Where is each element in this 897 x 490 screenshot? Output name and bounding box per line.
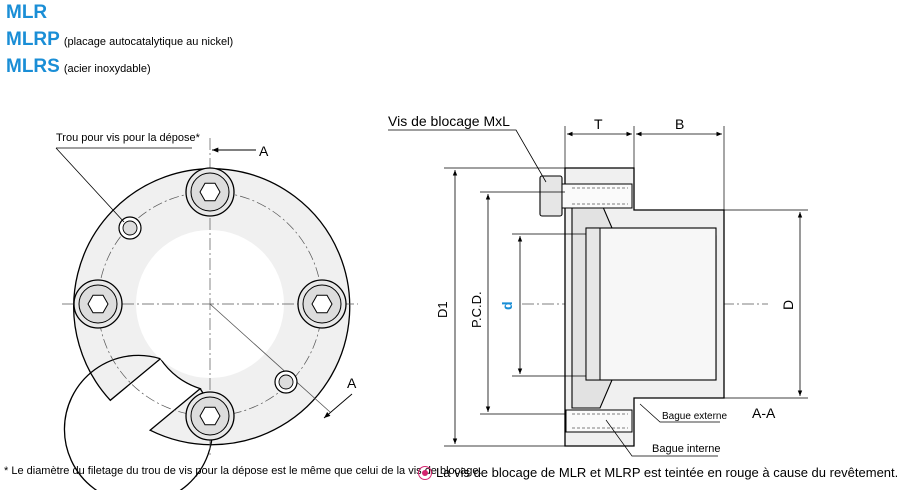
- section-label: A-A: [752, 405, 776, 421]
- removal-footnote: * Le diamètre du filetage du trou de vis…: [4, 465, 482, 477]
- coating-mark-icon: [418, 465, 432, 480]
- screw-bottom: [185, 391, 235, 441]
- inner-bore: [585, 227, 717, 381]
- section-mark-bottom: A: [347, 375, 357, 391]
- title-mlr: MLR: [6, 2, 233, 29]
- dim-D-label: D: [780, 300, 796, 310]
- locking-screw-leader: [388, 129, 547, 183]
- locking-screw-bottom: [565, 409, 633, 433]
- outer-ring-label: Bague externe: [662, 411, 727, 422]
- removal-hole-label: Trou pour vis pour la dépose*: [56, 132, 201, 144]
- inner-ring-leader: [605, 419, 718, 457]
- model-code: MLRS: [6, 56, 60, 77]
- locking-screw-label: Vis de blocage MxL: [388, 113, 510, 129]
- title-mlrp: MLRP (placage autocatalytique au nickel): [6, 29, 233, 56]
- model-note: (placage autocatalytique au nickel): [63, 36, 234, 48]
- coating-footnote-wrap: La vis de blocage de MLR et MLRP est tei…: [418, 465, 897, 480]
- model-note: (acier inoxydable): [63, 63, 151, 75]
- removal-hole-leader-tail: [55, 147, 125, 223]
- section-arrow-bottom: [323, 393, 353, 419]
- screw-top: [185, 167, 235, 217]
- model-code: MLRP: [6, 29, 60, 50]
- inner-bore-step: [585, 227, 601, 381]
- screw-right: [297, 279, 347, 329]
- inner-ring-label: Bague interne: [652, 443, 721, 455]
- section-mark-top: A: [259, 143, 269, 159]
- section-line: [209, 303, 331, 413]
- section-view: Vis de blocage MxL T B D1 P.C.D. d D Bag…: [388, 113, 808, 457]
- locking-screw-top: [539, 175, 633, 217]
- dim-PCD-label: P.C.D.: [469, 291, 484, 328]
- model-titles: MLR MLRP (placage autocatalytique au nic…: [6, 2, 233, 83]
- removal-hole-lower: [274, 370, 298, 394]
- title-mlrs: MLRS (acier inoxydable): [6, 56, 233, 83]
- dim-B-label: B: [675, 116, 684, 132]
- bore-edge: [63, 354, 214, 490]
- outer-ring-leader: [639, 403, 720, 423]
- dim-D1-label: D1: [435, 301, 450, 318]
- dim-d-label: d: [499, 301, 515, 310]
- dim-T-label: T: [594, 116, 603, 132]
- front-view: Trou pour vis pour la dépose* A A: [55, 132, 358, 490]
- model-code: MLR: [6, 2, 48, 23]
- coating-footnote: La vis de blocage de MLR et MLRP est tei…: [436, 465, 897, 480]
- screw-left: [73, 279, 123, 329]
- removal-hole-upper: [118, 216, 142, 240]
